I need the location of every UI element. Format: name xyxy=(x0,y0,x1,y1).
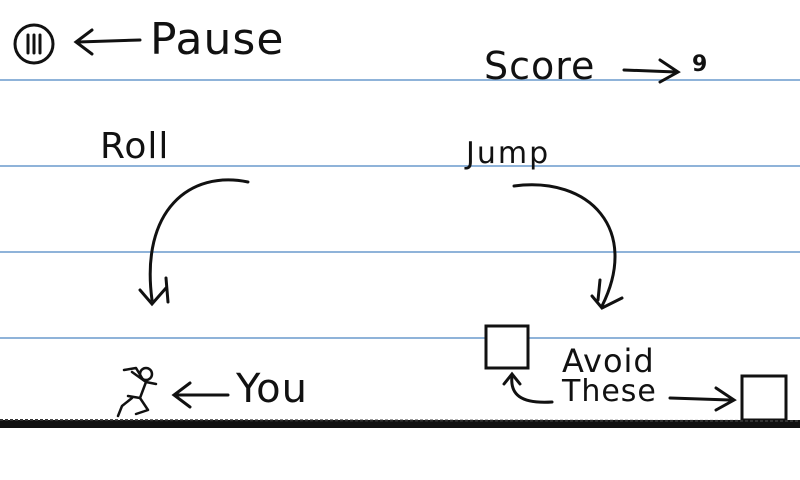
roll-hint-label: Roll xyxy=(100,126,170,167)
ground-line xyxy=(0,420,800,428)
avoid-hint-label-line1: Avoid xyxy=(562,342,655,380)
roll-curved-arrow xyxy=(138,178,250,307)
these-pointer-arrow xyxy=(668,386,737,412)
floating-obstacle-box xyxy=(484,324,530,370)
score-value: 9 xyxy=(692,52,709,77)
avoid-hint-label-line2: These xyxy=(562,374,657,409)
jump-hint-label: Jump xyxy=(466,136,551,171)
you-pointer-arrow xyxy=(171,381,230,409)
you-hint-label: You xyxy=(236,366,308,412)
pause-pointer-arrow xyxy=(73,28,142,56)
player-runner-sprite xyxy=(116,366,158,418)
pause-button[interactable] xyxy=(12,22,56,66)
score-pointer-arrow xyxy=(622,58,681,84)
jump-curved-arrow xyxy=(512,183,624,310)
ruled-lines xyxy=(0,79,800,339)
pause-circle-icon xyxy=(13,23,55,65)
pause-label: Pause xyxy=(150,14,285,65)
ground-obstacle-box xyxy=(740,374,788,422)
avoid-hook-arrow xyxy=(502,371,554,404)
score-label: Score xyxy=(484,44,596,88)
